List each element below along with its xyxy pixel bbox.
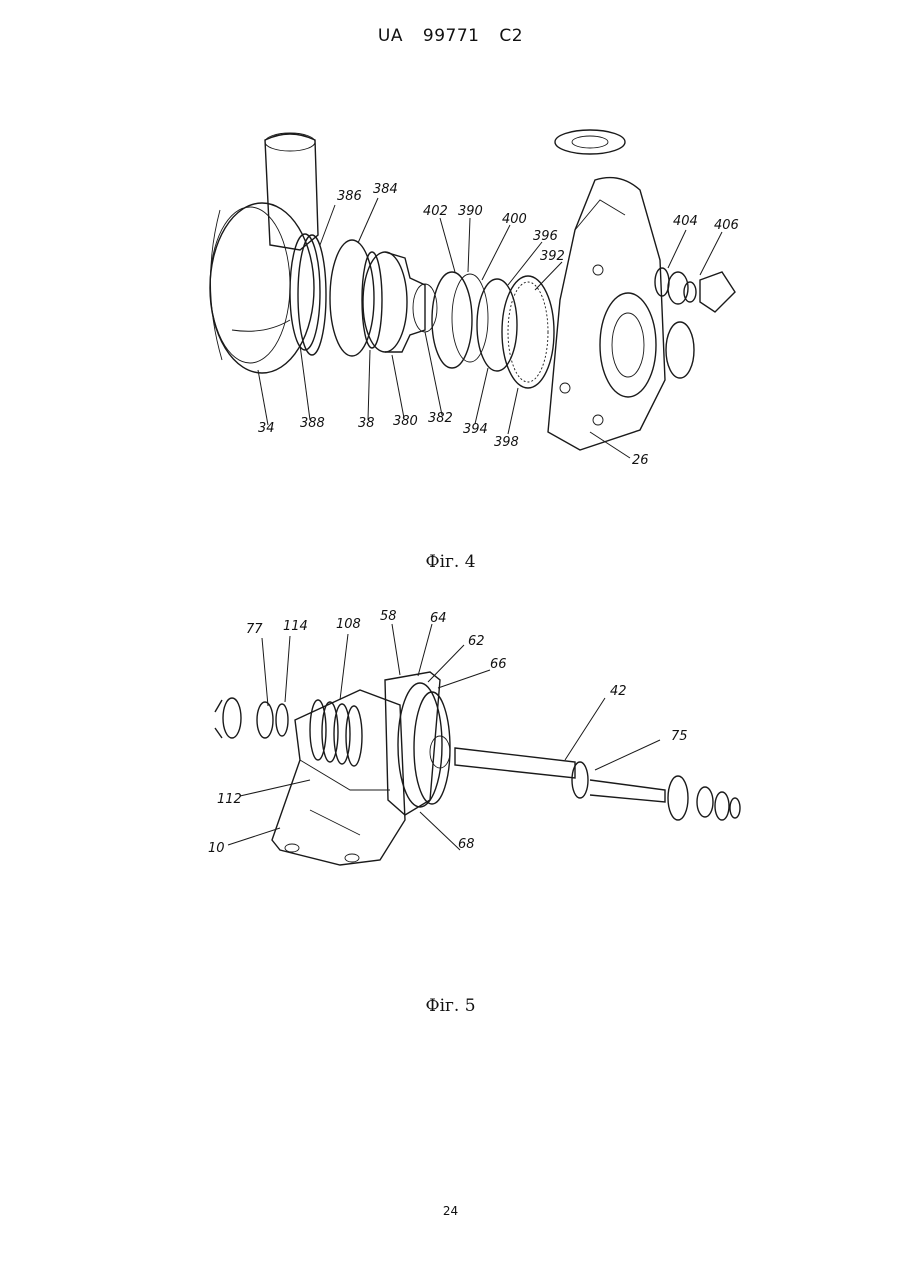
label-64: 64 [430,611,447,626]
label-62: 62 [468,634,485,649]
figure-5-drawing: 77 114 108 58 64 62 66 42 75 112 10 68 [0,600,901,870]
label-77: 77 [246,622,263,637]
gear-ring [502,276,554,388]
adapter-plate [385,672,450,815]
label-396: 396 [533,229,558,244]
label-380: 380 [393,414,418,429]
label-400: 400 [502,212,527,227]
figure-5-caption: Фіг. 5 [0,996,901,1016]
label-68: 68 [458,837,475,852]
label-404: 404 [673,214,698,229]
label-386: 386 [337,189,362,204]
label-66: 66 [490,657,507,672]
header-country: UA [378,26,403,46]
end-cover [215,698,288,738]
label-392: 392 [540,249,565,264]
ring-386 [298,235,326,355]
label-388: 388 [300,416,325,431]
label-108: 108 [336,617,361,632]
label-58: 58 [380,609,397,624]
header-number: 99771 [423,26,480,46]
flange-406 [666,272,735,378]
label-75: 75 [671,729,688,744]
label-390: 390 [458,204,483,219]
label-10: 10 [208,841,225,856]
label-382: 382 [428,411,453,426]
label-42: 42 [610,684,627,699]
figure-4-drawing: 386 384 402 390 400 396 392 404 406 34 3… [0,110,901,490]
volute-casing [210,133,320,373]
label-38: 38 [358,416,375,431]
label-112: 112 [217,792,242,807]
right-cover [668,776,740,820]
label-34: 34 [258,421,275,436]
frame-plate [548,178,665,450]
label-402: 402 [423,204,448,219]
label-114: 114 [283,619,308,634]
label-384: 384 [373,182,398,197]
label-398: 398 [494,435,519,450]
label-406: 406 [714,218,739,233]
figure-4-caption: Фіг. 4 [0,552,901,572]
label-26: 26 [632,453,649,468]
shaft [455,748,665,802]
label-394: 394 [463,422,488,437]
page-number: 24 [0,1204,901,1218]
gasket [555,130,625,154]
pedestal-base [272,690,405,865]
header-kind: C2 [499,26,523,46]
document-header: UA 99771 C2 [0,26,901,46]
